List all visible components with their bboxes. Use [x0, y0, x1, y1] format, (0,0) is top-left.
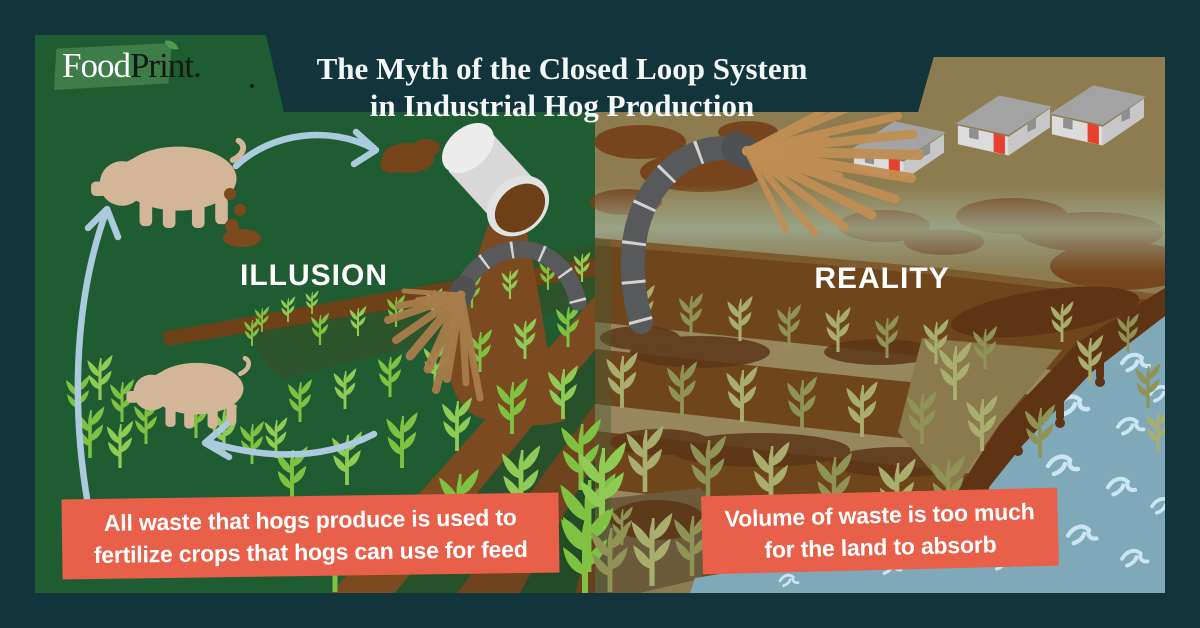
- title-backdrop: [922, 35, 1165, 57]
- spray-streak: [415, 292, 464, 303]
- title-line-1: The Myth of the Closed Loop System: [316, 50, 808, 86]
- cycle-arrow-icon: [201, 420, 378, 461]
- logo-print: Print.: [129, 46, 202, 85]
- spray-streak: [457, 291, 484, 402]
- illusion-label: ILLUSION: [240, 259, 388, 292]
- runoff-drip-icon: [950, 286, 1165, 506]
- registered-mark-dot: [250, 84, 254, 88]
- spray-streak: [743, 147, 849, 231]
- spray-streak: [743, 147, 844, 180]
- foodprint-logo: FoodPrint.: [54, 37, 274, 98]
- spray-streak: [742, 146, 877, 220]
- manure-icon: [380, 139, 440, 173]
- cycle-arrow-icon: [232, 128, 380, 170]
- cycle-arrows: [74, 128, 380, 509]
- illusion-caption: All waste that hogs produce is used to f…: [61, 492, 560, 580]
- page-title: The Myth of the Closed Loop System in In…: [262, 50, 862, 124]
- spray-streak: [744, 133, 829, 154]
- spray-streak: [432, 291, 465, 394]
- cycle-arrow-icon: [74, 205, 122, 509]
- waste-pipe-icon: [441, 123, 550, 237]
- logo-text: FoodPrint.: [62, 40, 202, 92]
- reality-caption: Volume of waste is too much for the land…: [701, 487, 1059, 575]
- title-line-2: in Industrial Hog Production: [369, 87, 755, 123]
- manure-spray: [742, 96, 924, 237]
- spray-streak: [744, 148, 789, 233]
- title-backdrop: [266, 35, 940, 112]
- spray-streak: [743, 147, 819, 237]
- illusion-caption-line-2: fertilize crops that hogs can use for fe…: [93, 535, 528, 569]
- logo-badge: [54, 43, 172, 90]
- artwork: [35, 35, 1194, 628]
- reality-label: REALITY: [814, 262, 950, 295]
- logo-food: Food: [62, 46, 131, 85]
- manure-icon: [223, 188, 261, 247]
- manure-spray: [384, 288, 484, 402]
